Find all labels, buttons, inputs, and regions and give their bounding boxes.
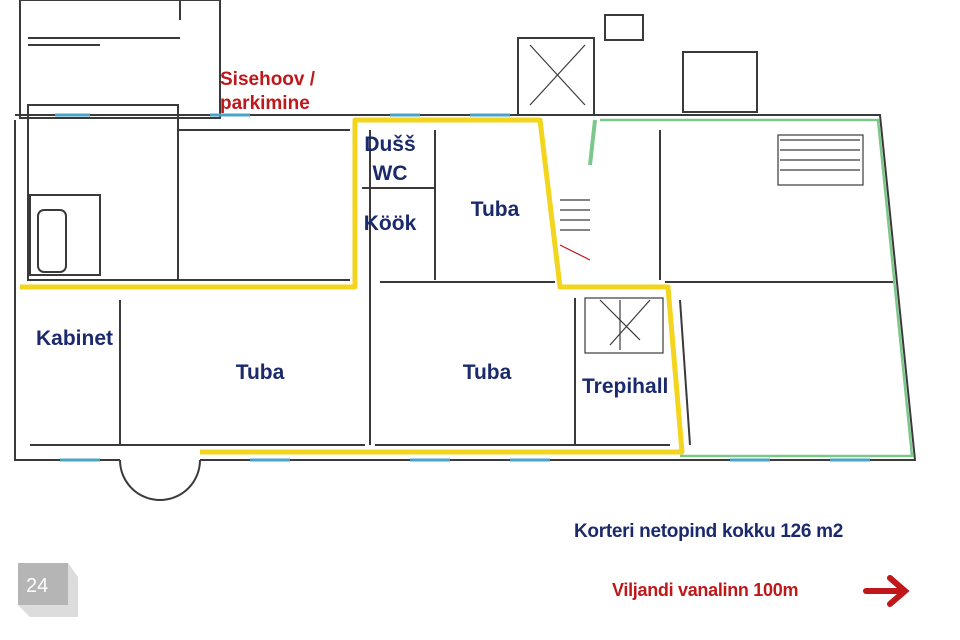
page-number: 24: [26, 575, 49, 597]
room-shower-wc: Dušš WC: [360, 133, 420, 186]
room-study: Kabinet: [36, 327, 114, 350]
arrow-right-icon: [863, 575, 910, 607]
room-wc-label: WC: [372, 162, 408, 185]
room-west: Tuba: [235, 361, 285, 384]
walls: [14, 0, 917, 501]
room-shower-label: Dušš: [364, 133, 416, 156]
neighbor-outline: [600, 118, 914, 458]
room-middle: Tuba: [462, 361, 512, 384]
room-north: Tuba: [470, 198, 520, 221]
total-area-note: Korteri netopind kokku 126 m2: [574, 521, 843, 542]
courtyard-label: Sisehoov / parkimine: [220, 68, 315, 116]
apartment-outline: [20, 117, 685, 455]
room-kitchen: Köök: [363, 212, 417, 235]
windows: [55, 113, 870, 462]
courtyard-label-line2: parkimine: [220, 93, 310, 114]
courtyard-label-line1: Sisehoov /: [220, 69, 316, 90]
page-number-badge: 24: [18, 563, 78, 617]
old-town-note: Viljandi vanalinn 100m: [612, 580, 799, 600]
page-badge-icon: [18, 563, 78, 617]
room-stairwell: Trepihall: [582, 375, 669, 398]
